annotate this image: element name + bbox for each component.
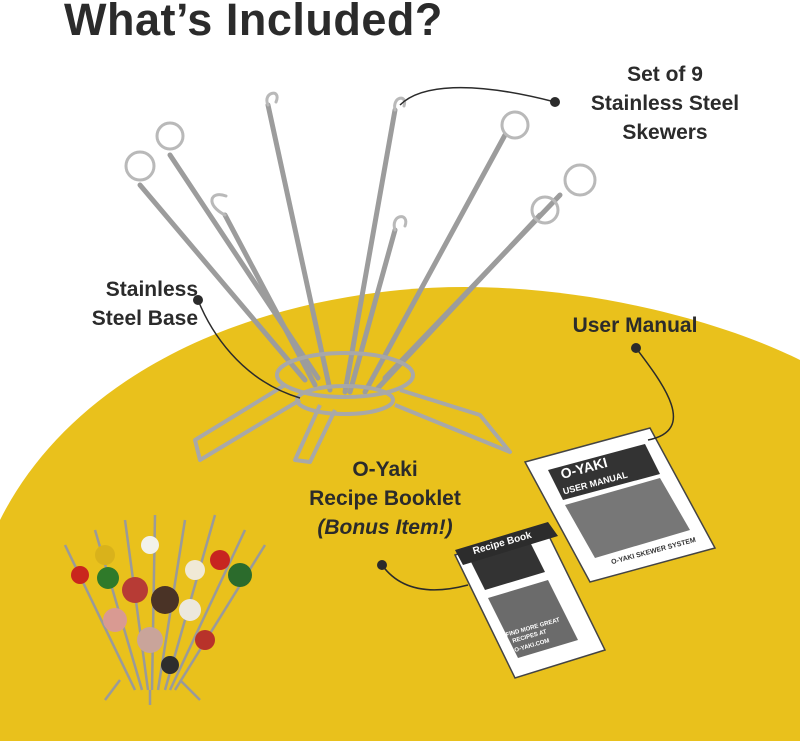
label-user-manual: User Manual [572, 314, 698, 337]
page-title: What’s Included? [64, 0, 443, 45]
label-booklet-line-2: Recipe Booklet [309, 487, 461, 510]
leader-dot-base [193, 295, 203, 305]
skewer-loop-3 [210, 193, 228, 217]
label-recipe-booklet: O-Yaki Recipe Booklet (Bonus Item!) [280, 455, 490, 542]
skewer-5 [342, 107, 398, 395]
label-booklet-line-3: (Bonus Item!) [317, 516, 453, 539]
skewer-6 [347, 227, 398, 395]
skewer-4 [265, 102, 333, 393]
recipe-booklet-image [453, 522, 607, 679]
label-base-line-1: Stainless [105, 278, 198, 301]
leader-line-base [197, 299, 301, 399]
label-skewers-line-1: Set of 9 [627, 63, 703, 86]
skewer-loop-5 [393, 96, 407, 112]
base-leg-front [293, 404, 337, 464]
label-base-line-2: Steel Base [91, 307, 198, 330]
skewer-loop-8 [530, 195, 560, 225]
leader-line-manual [635, 347, 675, 441]
base-leg-left [193, 383, 302, 462]
user-manual-image [523, 427, 717, 583]
leader-line-booklet [381, 564, 469, 591]
label-base: Stainless Steel Base [38, 275, 198, 333]
leader-dot-manual [631, 343, 641, 353]
leader-line-skewers [399, 86, 556, 106]
leader-dot-booklet [377, 560, 387, 570]
skewer-loop-9 [563, 163, 597, 197]
base-leg-right [394, 388, 512, 454]
skewer-loop-4 [265, 91, 279, 107]
skewer-2 [137, 182, 308, 383]
skewer-loop-7 [500, 110, 530, 140]
loaded-skewer-stand-photo [63, 514, 267, 705]
label-skewers-line-3: Skewers [622, 121, 708, 144]
skewer-loop-2 [124, 150, 156, 182]
skewer-7 [362, 132, 508, 395]
leader-dot-skewers [550, 97, 560, 107]
skewer-loop-1 [155, 121, 185, 151]
skewer-loop-6 [392, 215, 408, 232]
label-skewers: Set of 9 Stainless Steel Skewers [560, 60, 770, 147]
base-ring-top [275, 351, 415, 399]
label-booklet-line-1: O-Yaki [352, 458, 418, 481]
label-skewers-line-2: Stainless Steel [590, 92, 740, 115]
skewer-9 [382, 192, 563, 381]
